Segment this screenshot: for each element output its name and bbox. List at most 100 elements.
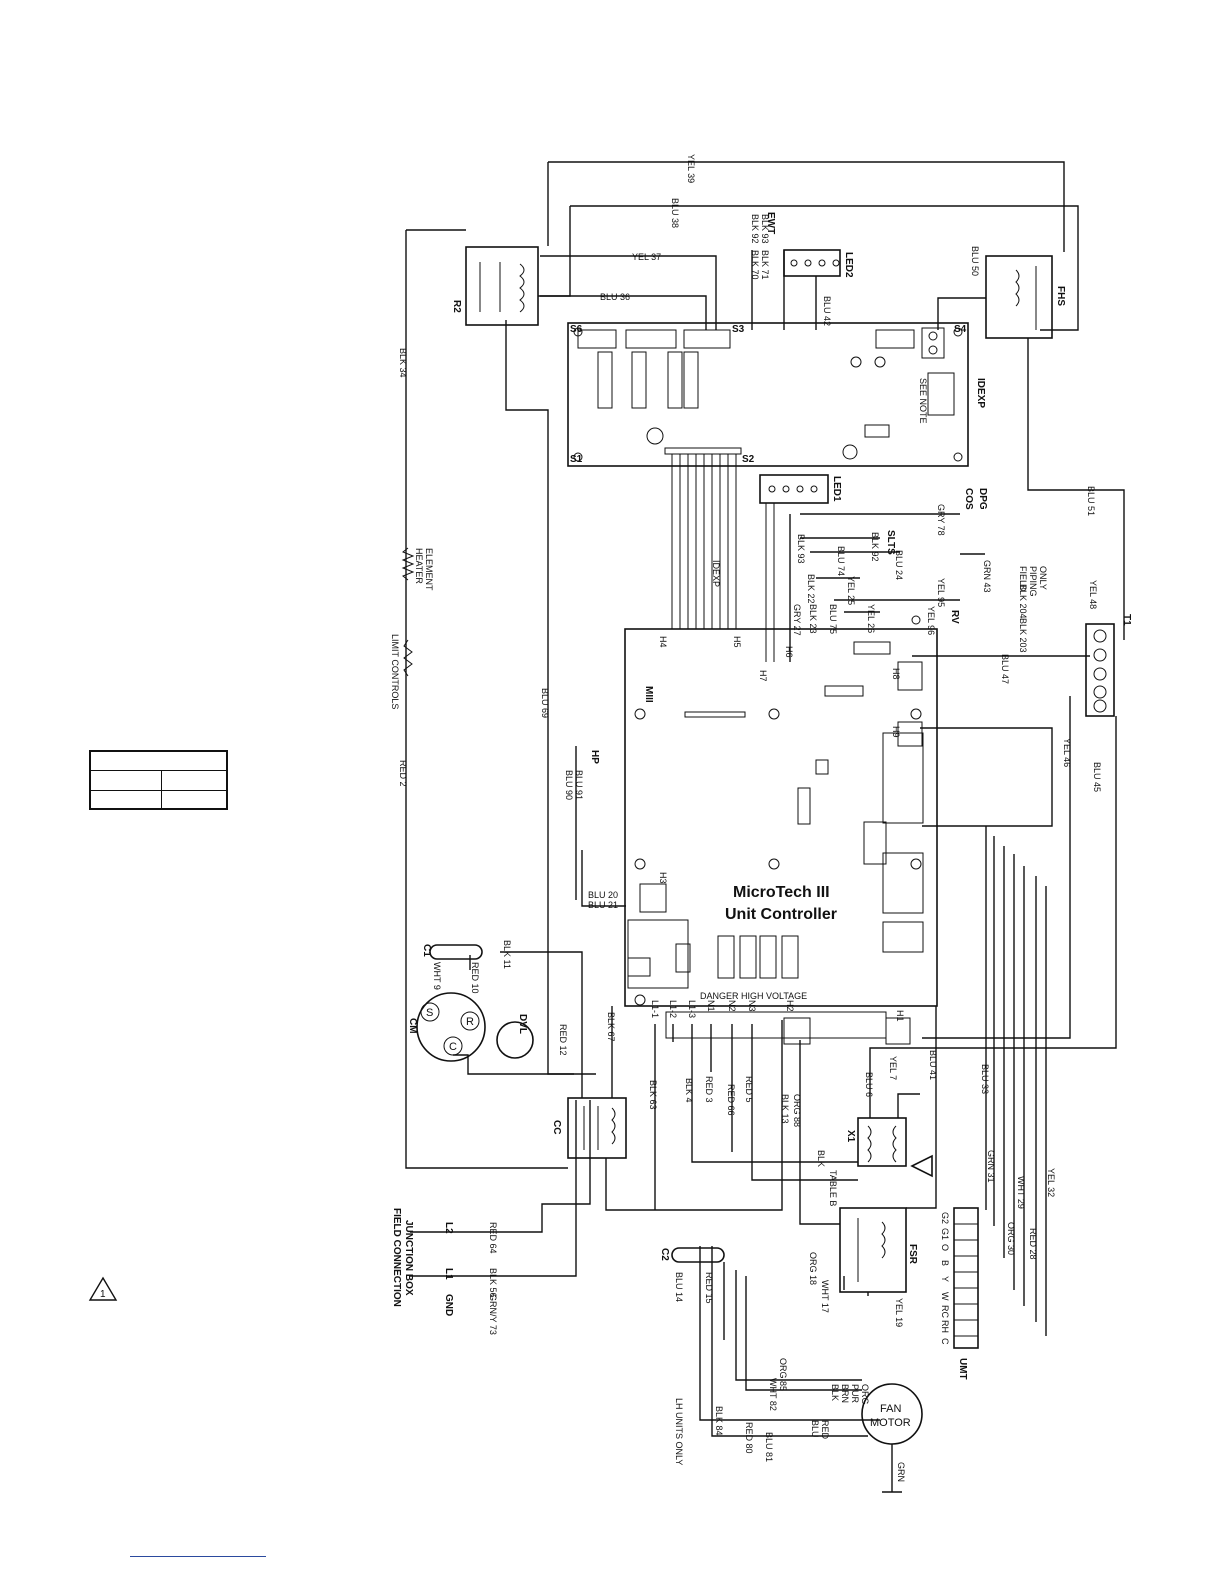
field-terminal-rc: RC — [940, 1305, 950, 1318]
connector-s4: S4 — [954, 324, 967, 335]
wire-blu-21: BLU 21 — [588, 900, 618, 910]
field-terminal-o: O — [940, 1244, 950, 1251]
relay-r2-label: R2 — [451, 300, 462, 313]
wire-blk-84: BLK 84 — [714, 1406, 724, 1436]
transformer-x1: X1 — [845, 1117, 907, 1167]
cc-label: CC — [551, 1120, 562, 1134]
fhs: FHS — [985, 255, 1066, 339]
junction-label-2: JUNCTION BOX — [403, 1220, 414, 1296]
warning-triangle-icon — [910, 1154, 933, 1178]
wire-org-18: ORG 18 — [808, 1252, 818, 1285]
svg-text:PUR: PUR — [850, 1384, 860, 1404]
wire-red-15: RED 15 — [704, 1272, 714, 1304]
wire-yel-26: YEL 26 — [866, 604, 876, 633]
terminal-n3: N3 — [747, 1000, 757, 1012]
field-terminal-g2: G2 — [940, 1212, 950, 1224]
header-h8: H8 — [891, 668, 901, 680]
x1-label: X1 — [845, 1130, 856, 1143]
wire-blu-33: BLU 33 — [980, 1064, 990, 1094]
wire-blk-34: BLK 34 — [398, 348, 408, 378]
dvl-label: DVL — [517, 1014, 528, 1034]
see-note-label: SEE NOTE — [918, 378, 928, 424]
wire-blu-45: BLU 45 — [1092, 762, 1102, 792]
wire-yel-37: YEL 37 — [632, 252, 661, 262]
supply-gnd: GND — [443, 1294, 454, 1316]
wire-blk-13: BLK 13 — [780, 1094, 790, 1124]
wire-yel-95: YEL 95 — [936, 578, 946, 607]
wire-blu-50: BLU 50 — [970, 246, 980, 276]
cm-label: CM — [407, 1018, 418, 1034]
field-piping-2: PIPING — [1028, 566, 1038, 597]
wire-blk-203: BLK 203 — [1018, 618, 1028, 653]
wire-red-5: RED 5 — [744, 1076, 754, 1103]
led1-label: LED1 — [831, 476, 842, 502]
wire-red-3: RED 3 — [704, 1076, 714, 1103]
header-h5: H5 — [732, 636, 742, 648]
wire-blk-92b: BLK 92 — [750, 214, 760, 244]
svg-text:BLK: BLK — [830, 1384, 840, 1401]
wire-yel-25: YEL 25 — [846, 576, 856, 605]
note-triangle-icon: 1 — [88, 1276, 118, 1301]
heater-element-label-1: HEATER — [414, 548, 424, 584]
header-h3: H3 — [658, 872, 668, 884]
wires — [405, 161, 1125, 1437]
field-terminal-strip: G2 G1 O B Y W RC RH C UMT — [940, 1207, 979, 1380]
relay-r2: R2 — [451, 246, 539, 326]
dpg-label: DPG — [977, 488, 988, 510]
header-h1: H1 — [895, 1010, 905, 1022]
wire-yel-32: YEL 32 — [1046, 1168, 1056, 1197]
supply-l1: L1 — [443, 1268, 454, 1280]
capacitor-c1: C1 — [421, 944, 483, 960]
ribbon-label: IDEXP — [711, 560, 721, 587]
wire-grn-43: GRN 43 — [982, 560, 992, 593]
connector-s6: S6 — [570, 324, 583, 335]
danger-label: DANGER HIGH VOLTAGE — [700, 991, 807, 1001]
wire-blu-91: BLU 91 — [574, 770, 584, 800]
field-piping-3: ONLY — [1038, 566, 1048, 590]
wire-blk-71: BLK 71 — [760, 250, 770, 280]
t1-terminal: T1 — [1085, 614, 1132, 717]
wire-yel-96: YEL 96 — [926, 606, 936, 635]
field-terminal-c: C — [940, 1338, 950, 1345]
header-h4: H4 — [658, 636, 668, 648]
wire-blk-67: BLK 67 — [606, 1012, 616, 1042]
wire-org-30: ORG 30 — [1006, 1222, 1016, 1255]
wire-wht-82: WHT 82 — [768, 1378, 778, 1411]
capacitor-c2: C2 — [659, 1247, 725, 1263]
compressor-motor: S R C CM DVL — [407, 992, 534, 1062]
led1: LED1 — [759, 474, 842, 662]
c2-label: C2 — [659, 1248, 670, 1261]
wire-yel-39: YEL 39 — [686, 154, 696, 183]
t1-label: T1 — [1121, 614, 1132, 626]
idexp-ribbon-cable: IDEXP — [664, 447, 742, 656]
wire-gry-78: GRY 78 — [936, 504, 946, 536]
wire-blu-42: BLU 42 — [822, 296, 832, 326]
supply-l2: L2 — [443, 1222, 454, 1234]
terminal-l1-1: L1-1 — [650, 1000, 660, 1018]
limit-controls-label: LIMIT CONTROLS — [390, 634, 400, 709]
wire-blk-11: BLK 11 — [502, 940, 512, 969]
wire-blu-14: BLU 14 — [674, 1272, 684, 1302]
wire-blu-75: BLU 75 — [828, 604, 838, 634]
lh-units-only-label: LH UNITS ONLY — [674, 1398, 684, 1465]
table-b-label: TABLE B — [828, 1170, 838, 1206]
terminal-l1-2: L1-2 — [668, 1000, 678, 1018]
wire-blk-56: BLK 56 — [488, 1268, 498, 1298]
fsr: FSR — [839, 1207, 918, 1293]
wire-blu-90: BLU 90 — [564, 770, 574, 800]
wire-blu-20: BLU 20 — [588, 890, 618, 900]
wire-blk-93b: BLK 93 — [760, 214, 770, 244]
junction-label-1: FIELD CONNECTION — [391, 1208, 402, 1307]
component-labels: COS DPG SLTS RV HP LIMIT CONTROLS HEATER… — [390, 488, 1048, 1465]
blk-label: BLK — [816, 1150, 826, 1167]
led2: LED2 — [783, 249, 854, 278]
ewt-label: EWT — [765, 212, 776, 234]
terminal-n1: N1 — [706, 1000, 716, 1012]
field-terminal-w: W — [940, 1292, 950, 1301]
wire-blu-6: BLU 6 — [864, 1072, 874, 1097]
wire-wht-29: WHT 29 — [1016, 1176, 1026, 1209]
motor-leads: ORG PUR BRN BLK RED BLU GRN — [810, 1384, 906, 1482]
wire-blu-41: BLU 41 — [928, 1050, 938, 1080]
hp-label: HP — [589, 750, 600, 764]
wire-yel-19: YEL 19 — [894, 1298, 904, 1327]
